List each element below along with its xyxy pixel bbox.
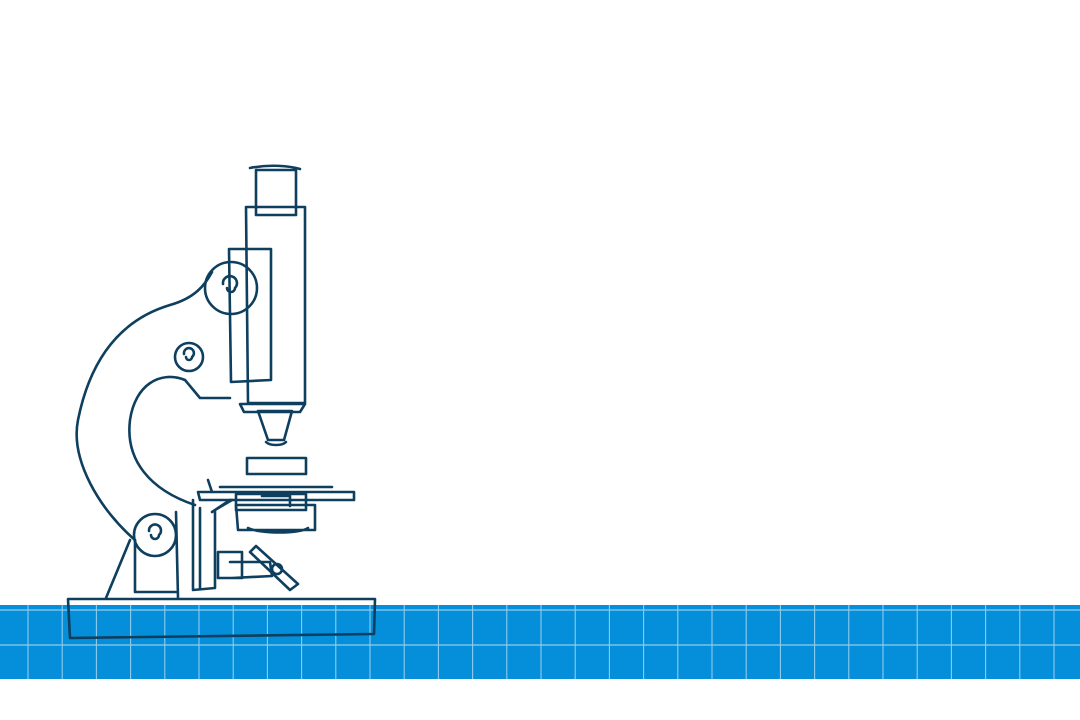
stage-support	[191, 498, 234, 592]
lower-knob	[132, 512, 178, 558]
floor-band	[0, 605, 1080, 679]
microscope-pillar	[104, 510, 180, 600]
stage-clips	[234, 492, 308, 512]
mirror-handle	[248, 544, 300, 592]
eyepiece	[248, 164, 302, 217]
objective-lens	[256, 409, 294, 447]
mirror-knob	[270, 562, 284, 576]
slide	[245, 456, 308, 476]
condenser	[234, 503, 317, 534]
grid-floor	[0, 605, 1080, 679]
focus-rail	[227, 247, 273, 384]
stage	[196, 478, 356, 502]
microscope-base	[66, 597, 377, 640]
microscope-icon	[66, 164, 377, 640]
arm-knob	[173, 341, 205, 373]
body-tube	[244, 205, 307, 405]
arm-knob-spiral	[182, 346, 196, 362]
lower-knob-spiral	[147, 523, 163, 541]
microscope-arm	[75, 270, 232, 542]
nosepiece	[238, 402, 307, 414]
